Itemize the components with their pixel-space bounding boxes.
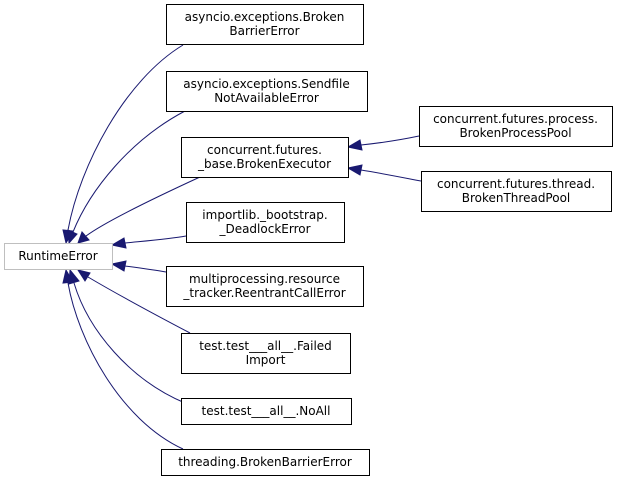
node-box [181,398,352,425]
edge-line [360,169,422,182]
edge-threading-barrier-to-runtime [62,268,184,450]
node-label: _tracker.ReentrantCallError [182,286,345,300]
node-box [419,106,613,147]
edge-deadlock-to-runtime [110,235,187,249]
node-label: asyncio.exceptions.Broken [185,10,345,24]
edge-process-pool-to-broken-executor [346,135,420,151]
node-label: NotAvailableError [214,91,319,105]
edge-failed-import-to-runtime [76,269,191,334]
edges-layer [62,44,422,450]
node-label: _base.BrokenExecutor [197,157,331,171]
node-deadlock[interactable]: importlib._bootstrap._DeadlockError [186,202,345,243]
node-box [166,71,368,112]
node-label: asyncio.exceptions.Sendfile [183,77,349,91]
edge-line [67,44,184,231]
node-box [4,243,113,270]
node-label: RuntimeError [18,249,97,263]
node-box [166,4,364,45]
edge-line [124,235,187,244]
arrowhead [67,229,78,245]
node-reentrant[interactable]: multiprocessing.resource_tracker.Reentra… [166,266,364,307]
node-box [181,333,351,374]
node-box [421,171,612,212]
arrowhead [76,269,91,282]
edge-thread-pool-to-broken-executor [346,164,422,182]
edge-broken-executor-to-runtime [77,176,201,244]
node-box [166,266,364,307]
node-label: importlib._bootstrap. [202,208,327,222]
node-label: BrokenProcessPool [459,126,571,140]
node-thread-pool[interactable]: concurrent.futures.thread.BrokenThreadPo… [421,171,612,212]
edge-broken-barrier-to-runtime [62,44,184,245]
node-label: multiprocessing.resource [189,272,340,286]
node-sendfile[interactable]: asyncio.exceptions.SendfileNotAvailableE… [166,71,368,112]
node-label: BarrierError [229,24,299,38]
node-label: concurrent.futures.thread. [437,177,595,191]
node-process-pool[interactable]: concurrent.futures.process.BrokenProcess… [419,106,613,147]
node-box [181,137,349,178]
arrowhead [346,139,363,151]
edge-line [67,282,184,450]
arrowhead [62,268,74,284]
edge-line [72,110,186,233]
arrowhead [110,260,127,272]
arrowhead [77,231,90,244]
node-box [186,202,345,243]
edge-reentrant-to-runtime [110,260,167,273]
arrowhead [110,237,127,249]
node-box [161,449,370,476]
node-label: Import [246,353,286,367]
edge-line [73,282,186,404]
edge-line [85,176,201,237]
node-broken-executor[interactable]: concurrent.futures._base.BrokenExecutor [181,137,349,178]
edge-line [124,265,167,273]
node-threading-barrier[interactable]: threading.BrokenBarrierError [161,449,370,476]
node-label: threading.BrokenBarrierError [178,455,352,469]
edge-line [87,276,191,334]
arrowhead [346,164,363,176]
edge-line [360,135,420,146]
edge-sendfile-to-runtime [67,110,186,245]
node-label: _DeadlockError [218,222,310,236]
node-label: BrokenThreadPool [462,191,571,205]
node-broken-barrier[interactable]: asyncio.exceptions.BrokenBarrierError [166,4,364,45]
node-runtime[interactable]: RuntimeError [4,243,113,270]
node-label: test.test___all__.NoAll [202,404,331,418]
node-noall[interactable]: test.test___all__.NoAll [181,398,352,425]
node-label: test.test___all__.Failed [199,339,332,353]
nodes-layer: RuntimeError asyncio.exceptions.BrokenBar… [4,4,613,476]
node-label: concurrent.futures.process. [433,112,598,126]
node-label: concurrent.futures. [207,143,322,157]
